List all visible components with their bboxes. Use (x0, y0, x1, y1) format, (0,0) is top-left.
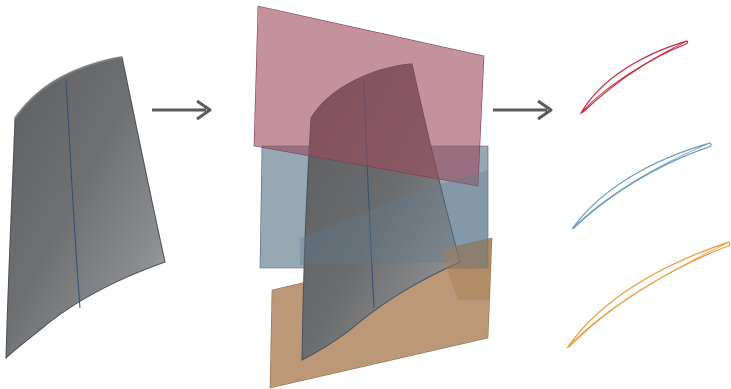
airfoil-sections (568, 41, 730, 347)
airfoil-section-bottom (568, 242, 730, 347)
airfoil-section-middle (572, 143, 711, 229)
airfoil-section-top (581, 41, 688, 113)
blade-surface (6, 57, 165, 358)
arrow-right-icon (152, 101, 210, 119)
blade-body (6, 57, 165, 358)
airfoil-section-top-camber (581, 41, 687, 113)
arrow-right-icon-2 (493, 101, 551, 119)
airfoil-section-middle-camber (572, 143, 710, 229)
slicing-planes-stage (254, 6, 492, 388)
airfoil-section-bottom-camber (568, 242, 729, 347)
